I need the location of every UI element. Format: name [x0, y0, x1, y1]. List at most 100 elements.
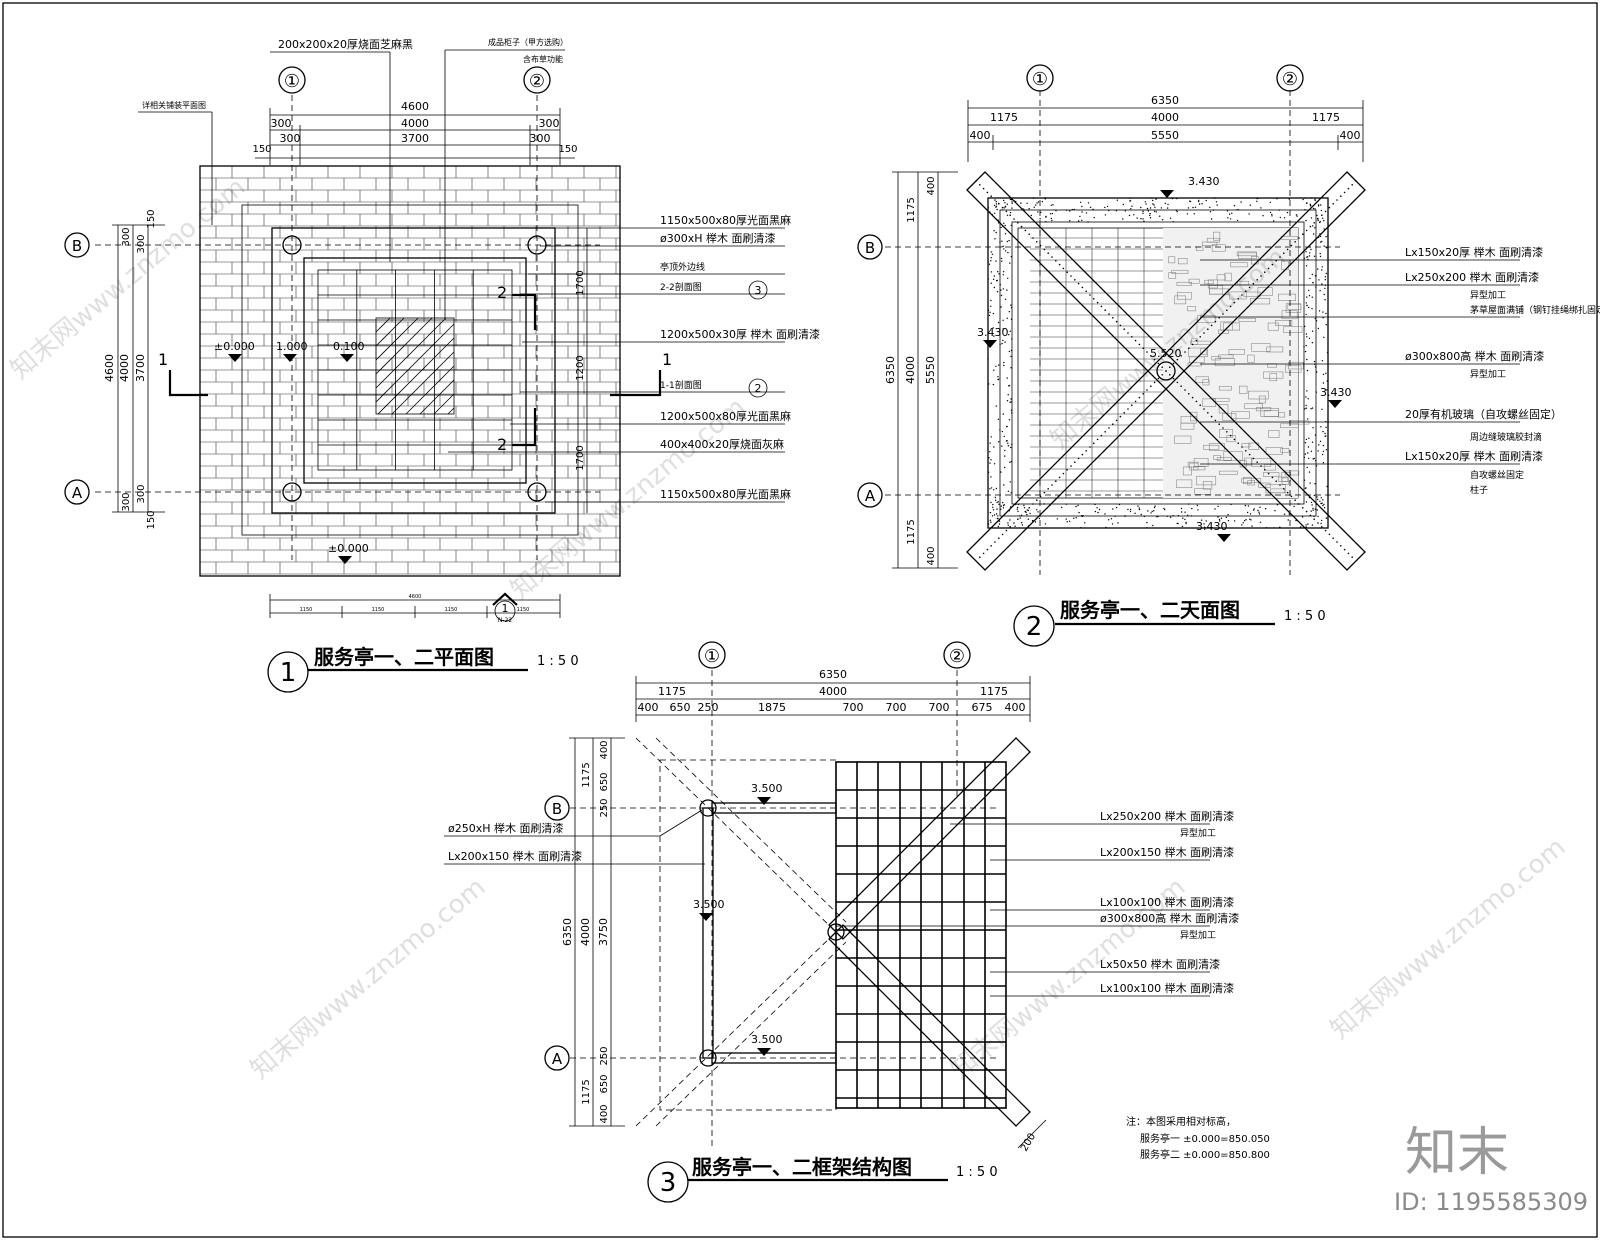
plan-ref-3-label: 3: [755, 284, 762, 297]
frame-axis-1-bubble: [698, 641, 726, 669]
frame-axis-1-label: ①: [704, 646, 720, 667]
plan-outline: [199, 165, 621, 577]
plan-cabinet: [375, 317, 455, 415]
frame-label-right-4: ø300x800高 榉木 面刷清漆: [1100, 911, 1239, 925]
plan-callout-top-left: 200x200x20厚烧面芝麻黑: [278, 37, 413, 51]
plan-bottom-dim-1150-a: 1150: [300, 607, 313, 613]
plan-scale: 1 : 5 0: [537, 654, 579, 669]
plan-section-1-right: [610, 370, 662, 397]
roof-dim-400-a: 400: [970, 129, 991, 142]
plan-section-1-left: [168, 370, 208, 397]
plan-outer-border: [241, 204, 579, 536]
roof-dim-400-b: 400: [1340, 129, 1361, 142]
roof-dim-5550: 5550: [1151, 129, 1179, 142]
frame-level-top: 3.500: [751, 782, 783, 795]
roof-label-2: 异型加工: [1470, 290, 1506, 301]
roof-axis-A-bubble: [857, 482, 883, 508]
roof-level-bottom: 3.430: [1196, 520, 1228, 533]
plan-levels: ±0.000 1.000 0.100 ±0.000: [214, 340, 369, 564]
plan-section-mark-2-bottom: 2: [497, 435, 507, 454]
plan-bottom-dim-1150-d: 1150: [517, 607, 530, 613]
frame-dim-400-a: 400: [638, 701, 659, 714]
plan-dim-4600: 4600: [401, 100, 429, 113]
frame-dim-6350: 6350: [819, 668, 847, 681]
frame-dim-250: 250: [698, 701, 719, 714]
plan-axis-1-bubble: [278, 66, 306, 94]
frame-left-beam-vertical: [702, 807, 714, 1059]
plan-cabinet-hatch: [375, 317, 455, 415]
plan-label-8: 1150x500x80厚光面黑麻: [660, 487, 791, 501]
roof-label-5: 异型加工: [1470, 369, 1506, 380]
frame-labels-left: ø250xH 榉木 面刷清漆 Lx200x150 榉木 面刷清漆: [444, 809, 705, 865]
frame-dashed-diagonal-1-b: [655, 737, 847, 923]
roof-axis-B-bubble: [857, 234, 883, 260]
roof-levels: 3.430 3.430 5.520 3.430 3.430: [977, 175, 1352, 542]
plan-axis-B-label: B: [72, 237, 82, 255]
frame-dim-left-3750: 3750: [597, 918, 610, 946]
roof-label-7: 周边缝玻璃胶封滴: [1470, 431, 1542, 443]
plan-axis-2-label: ②: [529, 71, 545, 92]
roof-dims-top: 6350 1175 4000 1175 400 5550 400: [967, 94, 1364, 162]
plan-level-3: 0.100: [333, 340, 365, 353]
frame-dim-1175-b: 1175: [980, 685, 1008, 698]
plan-bottom-dims: 4600 1150 1150 1150 1150 1 N-22: [269, 592, 561, 624]
roof-dim-4000: 4000: [1151, 111, 1179, 124]
frame-label-right-5: 异型加工: [1180, 930, 1216, 941]
roof-level-center: 5.520: [1150, 347, 1182, 360]
frame-axis-B-bubble: [544, 795, 570, 821]
frame-note-1: 注：本图采用相对标高，: [1126, 1115, 1236, 1128]
roof-axis-1-label: ①: [1032, 69, 1048, 90]
plan-dim-left-4600: 4600: [103, 354, 116, 382]
plan-label-2: 亭顶外边线: [660, 261, 705, 273]
frame-dim-4000: 4000: [819, 685, 847, 698]
plan-section-mark-2-top: 2: [497, 283, 507, 302]
plan-axis-A-bubble: [64, 479, 90, 505]
frame-label-right-1: 异型加工: [1180, 828, 1216, 839]
plan-dim-300-a: 300: [271, 117, 292, 130]
plan-axis-1-label: ①: [284, 71, 300, 92]
frame-dim-200: 200: [1019, 1131, 1038, 1153]
frame-axis-A-bubble: [544, 1045, 570, 1071]
roof-label-6: 20厚有机玻璃（自攻螺丝固定）: [1405, 407, 1562, 421]
frame-dim-left-650-b: 650: [599, 1074, 610, 1093]
plan-dim-right-1700-a: 1700: [575, 270, 586, 295]
frame-notes: 注：本图采用相对标高， 服务亭一 ±0.000=850.050 服务亭二 ±0.…: [1126, 1115, 1270, 1161]
roof-level-right: 3.430: [1320, 386, 1352, 399]
roof-label-10: 柱子: [1470, 484, 1488, 496]
plan-dim-left-300-d: 300: [121, 492, 132, 511]
roof-level-top: 3.430: [1188, 175, 1220, 188]
plan-level-2: 1.000: [276, 340, 308, 353]
plan-callout-cabinet-1: 成品柜子（甲方选购）: [488, 37, 568, 47]
frame-dim-400-b: 400: [1005, 701, 1026, 714]
plan-dim-left-300-b: 300: [136, 234, 147, 253]
plan-dim-left-150-a: 150: [146, 209, 157, 228]
roof-center-column: [1156, 361, 1176, 381]
plan-wood-floor: [303, 257, 527, 484]
plan-floor-grid: [318, 270, 512, 470]
plan-dim-150-a: 150: [252, 144, 271, 155]
plan-label-6: 1200x500x80厚光面黑麻: [660, 409, 791, 423]
frame-dim-1175-a: 1175: [658, 685, 686, 698]
plan-dim-300-b: 300: [539, 117, 560, 130]
watermarks: 知末网www.znzmo.com 知末网www.znzmo.com 知末网www…: [5, 172, 1571, 1085]
plan-drawing: ① ② B A 4600 300 4000 300 300 3700 300 1…: [64, 37, 820, 693]
roof-axis-1-bubble: [1026, 64, 1054, 92]
plan-label-4: 1200x500x30厚 榉木 面刷清漆: [660, 327, 820, 341]
plan-dims-top: 4600 300 4000 300 300 3700 300 150 150: [252, 100, 578, 165]
brand-logo: 知末: [1405, 1123, 1509, 1183]
frame-dim-650: 650: [670, 701, 691, 714]
roof-title-number-bubble: [1013, 605, 1055, 647]
plan-title: 服务亭一、二平面图: [314, 645, 494, 669]
roof-dim-left-4000: 4000: [904, 356, 917, 384]
plan-dim-left-3700: 3700: [134, 354, 147, 382]
frame-note-2: 服务亭一 ±0.000=850.050: [1140, 1132, 1270, 1145]
plan-dim-left-300-a: 300: [121, 227, 132, 246]
frame-label-right-7: Lx100x100 榉木 面刷清漆: [1100, 981, 1234, 995]
roof-dim-left-400-a: 400: [926, 176, 937, 195]
frame-axis-A-label: A: [552, 1050, 563, 1068]
plan-dim-3700: 3700: [401, 132, 429, 145]
plan-paving: [199, 166, 620, 575]
